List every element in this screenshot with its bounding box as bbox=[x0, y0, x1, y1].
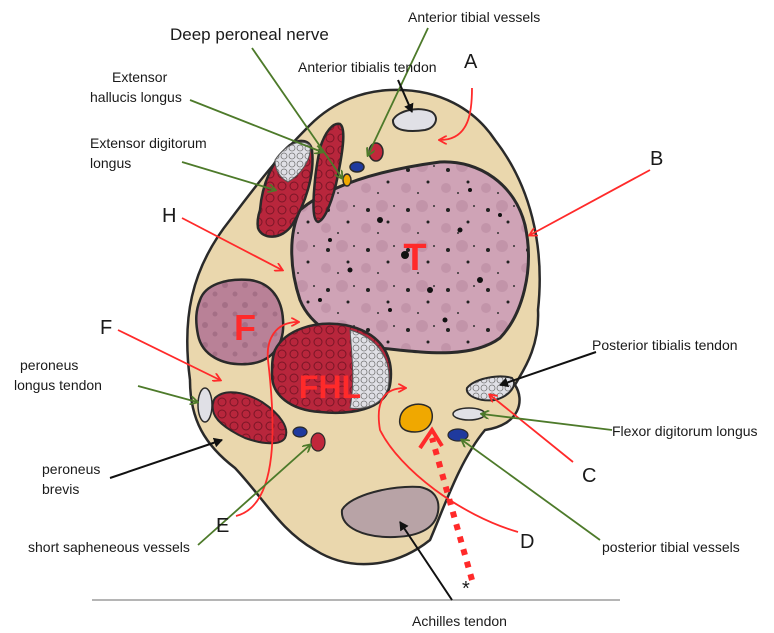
label-extensor-hallucis-2: hallucis longus bbox=[90, 89, 182, 105]
letter-e: E bbox=[216, 515, 229, 537]
letter-d: D bbox=[520, 531, 534, 553]
short-saphenous-vessel-blue bbox=[293, 427, 307, 437]
arrow-extensor-digitorum bbox=[182, 162, 275, 190]
arrow-b bbox=[530, 170, 650, 235]
flexor-digitorum-longus-shape bbox=[453, 408, 485, 420]
label-peroneus-longus-2: longus tendon bbox=[14, 377, 102, 393]
label-posterior-tibial-vessels: posterior tibial vessels bbox=[602, 539, 740, 555]
label-peroneus-brevis-1: peroneus bbox=[42, 461, 100, 477]
label-peroneus-longus-1: peroneus bbox=[20, 357, 78, 373]
letter-h: H bbox=[162, 205, 176, 227]
label-anterior-tibialis-tendon: Anterior tibialis tendon bbox=[298, 59, 437, 75]
label-anterior-tibial-vessels: Anterior tibial vessels bbox=[408, 9, 540, 25]
posterior-tibial-nerve-shape bbox=[400, 404, 433, 432]
arrow-posterior-tibial-vessels bbox=[462, 440, 600, 540]
label-posterior-tibialis-tendon: Posterior tibialis tendon bbox=[592, 337, 738, 353]
tibia-letter: T bbox=[403, 237, 426, 279]
arrow-peroneus-longus bbox=[138, 386, 197, 402]
peroneus-longus-tendon-shape bbox=[198, 388, 212, 422]
fhl-letters: FHL bbox=[299, 369, 361, 405]
asterisk: * bbox=[462, 578, 470, 600]
fibula-letter: F bbox=[234, 307, 256, 348]
label-short-saphenous: short sapheneous vessels bbox=[28, 539, 190, 555]
letter-c: C bbox=[582, 465, 596, 487]
arrow-c bbox=[490, 395, 573, 462]
label-extensor-digitorum-2: longus bbox=[90, 155, 131, 171]
anterior-tibial-vessel-blue bbox=[350, 162, 364, 172]
label-deep-peroneal-nerve: Deep peroneal nerve bbox=[170, 25, 329, 44]
deep-peroneal-nerve-shape bbox=[343, 174, 351, 186]
arrow-peroneus-brevis bbox=[110, 440, 222, 478]
letter-f: F bbox=[100, 317, 112, 339]
posterior-tibial-vessel-blue bbox=[448, 429, 468, 441]
label-peroneus-brevis-2: brevis bbox=[42, 481, 79, 497]
label-extensor-digitorum-1: Extensor digitorum bbox=[90, 135, 207, 151]
label-flexor-digitorum: Flexor digitorum longus bbox=[612, 423, 758, 439]
letter-a: A bbox=[464, 51, 478, 73]
label-achilles-tendon: Achilles tendon bbox=[412, 613, 507, 629]
label-extensor-hallucis-1: Extensor bbox=[112, 69, 168, 85]
letter-b: B bbox=[650, 148, 663, 170]
short-saphenous-vessel-red bbox=[311, 433, 325, 451]
anterior-tibial-vessel-red bbox=[369, 143, 383, 161]
arrow-extensor-hallucis bbox=[190, 100, 322, 152]
